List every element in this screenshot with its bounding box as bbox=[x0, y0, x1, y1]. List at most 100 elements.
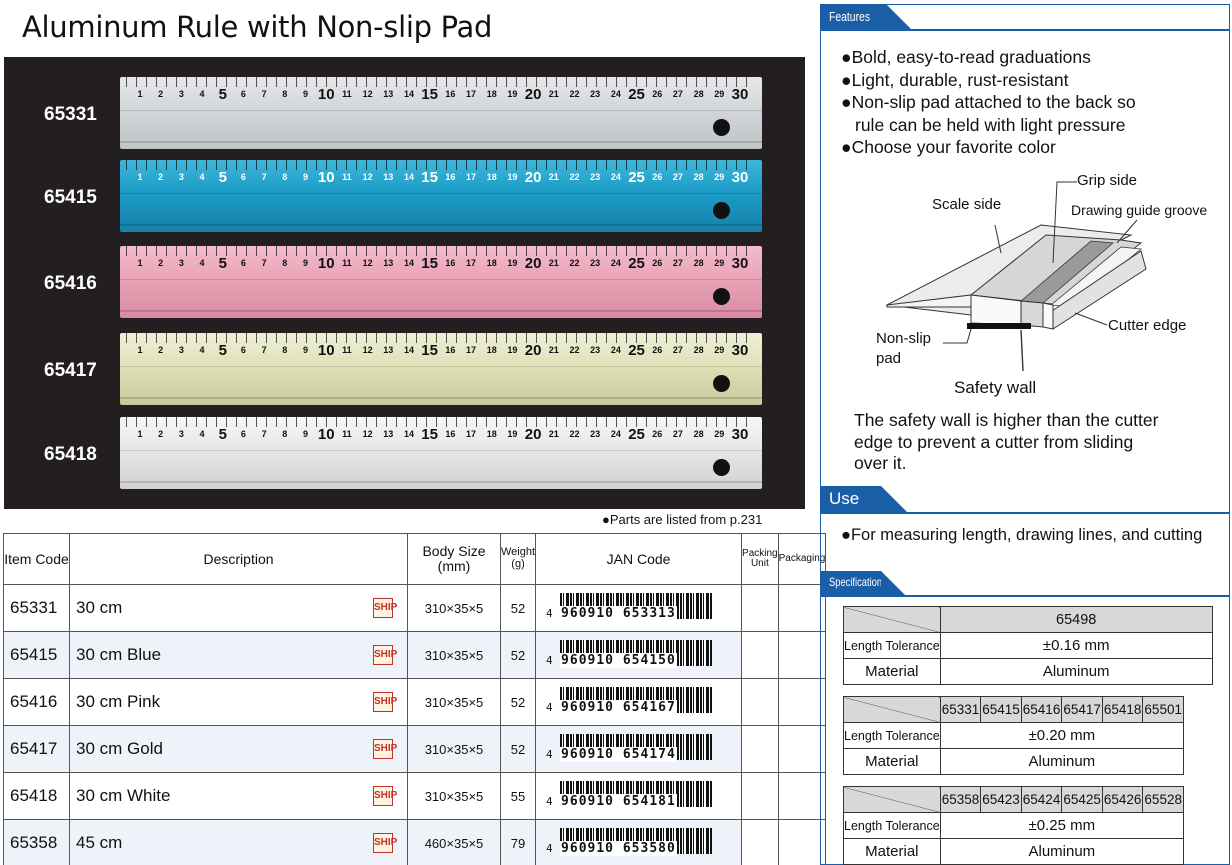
spec-label: Length Tolerance bbox=[843, 632, 941, 659]
item-code: 65415 bbox=[3, 631, 70, 679]
header-jan: JAN Code bbox=[535, 533, 743, 585]
item-code: 65358 bbox=[3, 819, 70, 865]
ruler-number: 13 bbox=[383, 429, 394, 439]
ship-icon: SHIP bbox=[373, 786, 397, 806]
ruler-code: 65417 bbox=[44, 360, 97, 381]
description-text: 30 cm bbox=[76, 598, 123, 617]
ruler-number: 15 bbox=[421, 342, 438, 359]
ruler-number: 17 bbox=[466, 172, 477, 182]
spec-table: 65358 65423 65424 65425 65426 65528 Leng… bbox=[843, 786, 1184, 865]
packing-unit bbox=[741, 725, 779, 773]
page-title: Aluminum Rule with Non-slip Pad bbox=[22, 10, 493, 44]
ruler-number: 18 bbox=[486, 172, 497, 182]
hang-hole bbox=[713, 119, 730, 136]
ruler-number: 4 bbox=[199, 345, 205, 355]
ruler-number: 18 bbox=[486, 429, 497, 439]
specs-heading: Specifications bbox=[821, 571, 907, 597]
spec-code: 65417 bbox=[1061, 696, 1103, 723]
ruler-number: 18 bbox=[486, 345, 497, 355]
spec-label: Material bbox=[843, 838, 941, 865]
weight: 79 bbox=[499, 819, 537, 865]
ruler-code: 65416 bbox=[44, 273, 97, 294]
ruler-number: 14 bbox=[403, 172, 414, 182]
ruler-number: 19 bbox=[507, 172, 518, 182]
ship-icon: SHIP bbox=[373, 598, 397, 618]
ruler-number: 14 bbox=[403, 258, 414, 268]
ruler-number: 24 bbox=[610, 345, 621, 355]
ruler-number: 23 bbox=[590, 345, 601, 355]
header-weight: Weight (g) bbox=[499, 533, 537, 585]
ruler-number: 24 bbox=[610, 89, 621, 99]
ruler-number: 15 bbox=[421, 169, 438, 186]
jan-digits: 960910 654174 bbox=[560, 747, 677, 762]
ruler-number: 17 bbox=[466, 258, 477, 268]
packaging bbox=[777, 584, 827, 632]
header-item-code: Item Code bbox=[3, 533, 70, 585]
ruler-number: 25 bbox=[628, 342, 645, 359]
ruler-code: 65331 bbox=[44, 104, 97, 125]
item-code: 65418 bbox=[3, 772, 70, 820]
ruler-number: 20 bbox=[524, 426, 542, 443]
ruler-number: 6 bbox=[240, 89, 246, 99]
spec-value: ±0.16 mm bbox=[939, 632, 1213, 659]
ruler-number: 15 bbox=[421, 255, 438, 272]
ruler-number: 21 bbox=[548, 258, 559, 268]
ruler-number: 17 bbox=[466, 89, 477, 99]
item-code: 65417 bbox=[3, 725, 70, 773]
ruler-number: 8 bbox=[282, 89, 288, 99]
hang-hole bbox=[713, 375, 730, 392]
ruler-number: 1 bbox=[137, 258, 143, 268]
ruler-number: 5 bbox=[218, 342, 227, 359]
ruler-number: 6 bbox=[240, 345, 246, 355]
ruler-number: 16 bbox=[445, 172, 456, 182]
ruler-number: 12 bbox=[362, 89, 373, 99]
ruler-number: 27 bbox=[672, 429, 683, 439]
ruler-number: 8 bbox=[282, 258, 288, 268]
ruler-number: 13 bbox=[383, 258, 394, 268]
non-slip-label: Non-slip bbox=[876, 330, 932, 347]
ruler-number: 20 bbox=[524, 86, 542, 103]
jan-lead: 4 bbox=[546, 795, 553, 808]
spec-table: 65331 65415 65416 65417 65418 65501 Leng… bbox=[843, 696, 1184, 775]
ruler-number: 4 bbox=[199, 89, 205, 99]
ruler-number: 26 bbox=[652, 89, 663, 99]
packaging bbox=[777, 819, 827, 865]
ruler-number: 2 bbox=[158, 258, 164, 268]
cross-section-diagram: Grip side Scale side Drawing guide groov… bbox=[821, 165, 1229, 405]
spec-code: 65358 bbox=[939, 786, 982, 813]
ruler-number: 12 bbox=[362, 172, 373, 182]
ruler-number: 24 bbox=[610, 429, 621, 439]
ruler-number: 1 bbox=[137, 429, 143, 439]
ruler-number: 21 bbox=[548, 345, 559, 355]
ruler-number: 22 bbox=[569, 345, 580, 355]
spec-code: 65331 bbox=[939, 696, 982, 723]
description-text: 30 cm Gold bbox=[76, 739, 163, 758]
weight: 52 bbox=[499, 584, 537, 632]
feature-item: ●Non-slip pad attached to the back so bbox=[841, 92, 1136, 112]
ruler-number: 23 bbox=[590, 89, 601, 99]
ruler-number: 14 bbox=[403, 345, 414, 355]
ruler-number: 23 bbox=[590, 258, 601, 268]
hang-hole bbox=[713, 202, 730, 219]
item-description: 30 cm SHIP bbox=[69, 584, 408, 632]
body-size: 310×35×5 bbox=[407, 678, 501, 726]
ruler-number: 30 bbox=[731, 426, 749, 443]
weight: 55 bbox=[499, 772, 537, 820]
ruler-number: 19 bbox=[507, 89, 518, 99]
ruler-number: 14 bbox=[403, 429, 414, 439]
ruler-number: 7 bbox=[261, 258, 267, 268]
spec-code: 65424 bbox=[1020, 786, 1063, 813]
safety-wall-label: Safety wall bbox=[954, 378, 1037, 397]
spec-code: 65528 bbox=[1142, 786, 1184, 813]
ruler-number: 3 bbox=[178, 345, 184, 355]
spec-code: 65426 bbox=[1101, 786, 1144, 813]
hang-hole bbox=[713, 459, 730, 476]
ruler-number: 26 bbox=[652, 345, 663, 355]
